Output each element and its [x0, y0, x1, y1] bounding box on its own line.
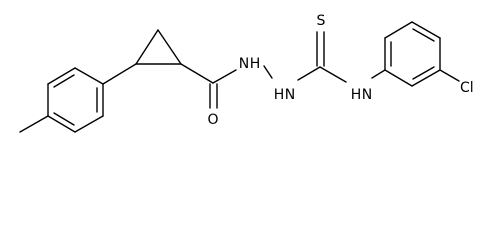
bond-inner [53, 112, 75, 126]
hydrogen-atom-label: H [274, 87, 285, 103]
sulfur-atom-label: S [317, 13, 326, 29]
methyl-bond [19, 115, 49, 133]
hydrogen-atom-label: H [250, 56, 261, 72]
n-thiocarbonyl-bond [297, 66, 321, 81]
nitrogen-atom-label: N [362, 87, 372, 103]
bond [135, 29, 159, 65]
cyclopropane-ring [135, 29, 182, 65]
bond [384, 21, 413, 39]
chemical-structure: S O N H N H N H Cl [19, 13, 474, 133]
nitrogen-atom-label: N [239, 56, 249, 72]
bond [47, 115, 76, 133]
c-cl-bond [439, 69, 460, 82]
bond [157, 29, 182, 65]
aryl-cyclopropyl-bond [102, 63, 137, 85]
amide-nh: N H [351, 87, 373, 103]
oxygen-atom-label: O [207, 112, 218, 128]
nitrogen-atom-label: N [285, 87, 295, 103]
cyclopropyl-carbonyl-bond [180, 63, 214, 84]
hydrazide-nh-left: N H [239, 56, 261, 72]
bond [47, 67, 76, 85]
nn-bond [263, 65, 273, 79]
bond-inner [412, 66, 435, 80]
bond-inner [53, 74, 75, 88]
bond [411, 21, 441, 39]
amide-bond [212, 69, 237, 84]
bond [74, 67, 104, 85]
bond [384, 69, 413, 87]
chlorophenyl-ring [384, 21, 441, 87]
hydrogen-atom-label: H [351, 87, 362, 103]
bond [411, 69, 441, 87]
chlorine-atom-label: Cl [460, 80, 474, 96]
hydrazide-nh-right: N H [274, 87, 296, 103]
bond-inner [412, 28, 435, 42]
thiourea-cn-bond [319, 66, 347, 83]
p-tolyl-ring [47, 67, 104, 133]
bond [74, 115, 104, 133]
nh-aryl-bond [371, 69, 386, 79]
